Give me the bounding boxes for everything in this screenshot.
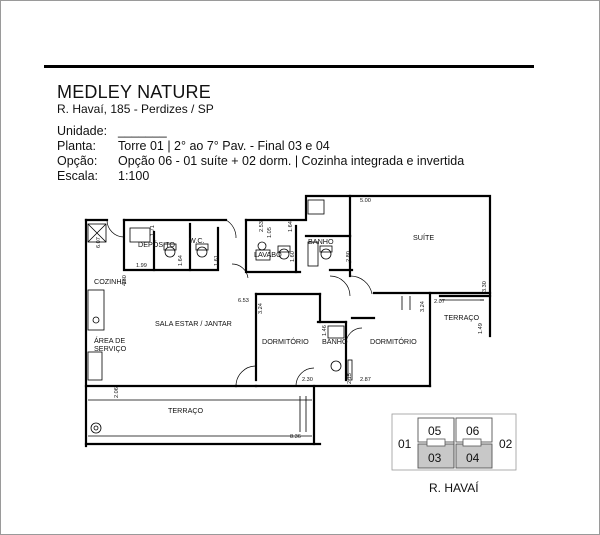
key-label-01: 01 [398, 437, 412, 451]
spec-value: Opção 06 - 01 suíte + 02 dorm. | Cozinha… [118, 154, 465, 168]
dim-label: 1.61 [214, 255, 220, 266]
dim-label: 2.80 [346, 251, 352, 262]
spec-value: 1:100 [118, 169, 150, 183]
spec-label: Planta: [57, 139, 96, 153]
dim-label: 1.05 [267, 227, 273, 238]
room-dormitorio-1: DORMITÓRIO [262, 337, 309, 346]
room-sala: SALA ESTAR / JANTAR [155, 319, 232, 328]
key-plan: 05 06 03 04 01 02 R. HAVAÍ [391, 413, 517, 495]
spec-label: Unidade: [57, 124, 108, 138]
project-title: MEDLEY NATURE [57, 82, 211, 102]
dim-label: 2.30 [302, 377, 313, 383]
dim-label: 1.71 [150, 225, 156, 236]
dimension-labels: 6.07 1.71 1.99 1.64 1.61 4.30 1.05 2.53 … [96, 198, 488, 440]
street-label: R. HAVAÍ [429, 480, 479, 495]
key-label-04: 04 [466, 451, 480, 465]
key-plan-outline [391, 413, 517, 471]
dim-label: 3.30 [482, 281, 488, 292]
dim-label: 1.64 [288, 221, 294, 232]
key-unit-03 [417, 443, 455, 469]
dim-label: 3.24 [420, 301, 426, 312]
key-label-03: 03 [428, 451, 442, 465]
room-lavabo: LAVABO [254, 250, 282, 259]
room-banho-suite: BANHO [308, 237, 334, 246]
room-terraco-suite: TERRAÇO [444, 313, 480, 322]
door-swings [106, 219, 373, 387]
dim-label: 6.53 [238, 298, 249, 304]
key-label-06: 06 [466, 424, 480, 438]
dim-label: 3.24 [258, 303, 264, 314]
room-labels: DEPÓSITO W.C. LAVABO BANHO SUÍTE COZINHA… [94, 233, 480, 415]
room-terraco: TERRAÇO [168, 406, 204, 415]
dim-label: 1.49 [478, 323, 484, 334]
dim-label: 1.60 [290, 251, 296, 262]
room-wc: W.C. [189, 236, 205, 245]
dim-label: 1.64 [178, 255, 184, 266]
dim-label: 6.07 [96, 237, 102, 248]
room-banho: BANHO [322, 337, 348, 346]
details [87, 199, 484, 437]
spec-value: Torre 01 | 2° ao 7° Pav. - Final 03 e 04 [118, 139, 330, 153]
dim-label: 4.30 [122, 275, 128, 286]
dim-label: 1.99 [136, 263, 147, 269]
spec-label: Escala: [57, 169, 98, 183]
dim-label: 2.15 [347, 373, 353, 384]
room-area-servico-line1: ÁREA DE [94, 336, 125, 345]
project-address: R. Havaí, 185 - Perdizes / SP [57, 102, 214, 116]
room-cozinha: COZINHA [94, 277, 127, 286]
dim-label: 2.87 [360, 377, 371, 383]
room-deposito: DEPÓSITO [138, 240, 175, 249]
key-label-02: 02 [499, 437, 513, 451]
key-core-right [462, 438, 482, 447]
walls [84, 194, 492, 448]
room-suite: SUÍTE [413, 233, 434, 242]
room-area-servico-line2: SERVIÇO [94, 344, 127, 353]
key-label-05: 05 [428, 424, 442, 438]
dim-label: 2.53 [259, 221, 265, 232]
room-dormitorio-2: DORMITÓRIO [370, 337, 417, 346]
dim-label: 2.07 [434, 299, 445, 305]
header-rule [44, 65, 534, 68]
dim-label: 2.06 [114, 387, 120, 398]
dim-label: 8.36 [290, 434, 301, 440]
dim-label: 1.46 [322, 325, 328, 336]
spec-value: _______ [118, 124, 167, 138]
dim-label: 5.00 [360, 198, 371, 204]
spec-label: Opção: [57, 154, 98, 168]
key-core-left [426, 438, 446, 447]
